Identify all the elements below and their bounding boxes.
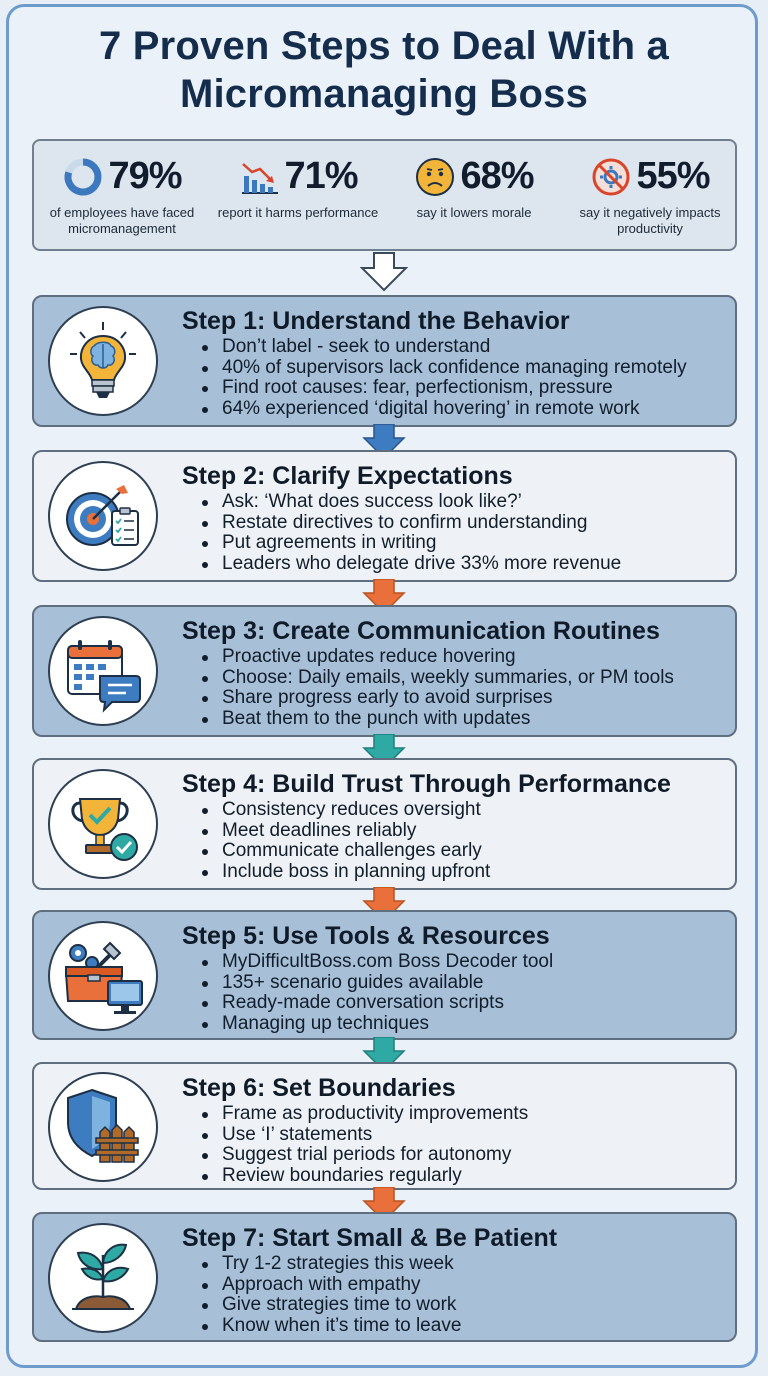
bullet-item: MyDifficultBoss.com Boss Decoder tool (202, 951, 553, 973)
step-icon-circle (48, 921, 158, 1031)
bullet-item: Approach with empathy (202, 1274, 461, 1296)
bullet-item: Review boundaries regularly (202, 1165, 528, 1187)
bullet-item: Beat them to the punch with updates (202, 708, 674, 730)
bullet-item: Suggest trial periods for autonomy (202, 1144, 528, 1166)
toolbox-monitor-icon (64, 941, 143, 1014)
bullet-item: Ready-made conversation scripts (202, 992, 553, 1014)
step-icon-circle (48, 461, 158, 571)
stat-label: report it harms performance (217, 205, 379, 220)
bullet-item: Communicate challenges early (202, 840, 490, 862)
stat-label: of employees have faced micromanagement (49, 205, 195, 236)
sad-face-icon (416, 157, 455, 196)
step-title: Step 3: Create Communication Routines (182, 617, 660, 645)
declining-bar-chart-icon (242, 162, 279, 194)
bullet-item: Frame as productivity improvements (202, 1103, 528, 1125)
bullet-item: Give strategies time to work (202, 1294, 461, 1316)
step-title: Step 5: Use Tools & Resources (182, 922, 550, 950)
teal-down-arrow-icon (362, 1037, 406, 1073)
bullet-item: Find root causes: fear, perfectionism, p… (202, 377, 687, 399)
step-title: Step 6: Set Boundaries (182, 1074, 456, 1102)
step-bullets: Proactive updates reduce hovering Choose… (202, 646, 674, 730)
title-line-1: 7 Proven Steps to Deal With a (98, 24, 670, 68)
bullet-item: Share progress early to avoid surprises (202, 687, 674, 709)
trophy-check-icon (71, 798, 138, 861)
bullet-item: 135+ scenario guides available (202, 972, 553, 994)
step-bullets: Try 1-2 strategies this week Approach wi… (202, 1253, 461, 1337)
bullet-item: Don’t label - seek to understand (202, 336, 687, 358)
step-bullets: Don’t label - seek to understand 40% of … (202, 336, 687, 420)
orange-down-arrow-icon (362, 579, 406, 615)
step-bullets: Ask: ‘What does success look like?’ Rest… (202, 491, 621, 575)
step-title: Step 1: Understand the Behavior (182, 307, 570, 335)
no-productivity-icon (592, 158, 630, 195)
calendar-chat-icon (67, 640, 141, 713)
target-checklist-icon (66, 485, 139, 546)
step-bullets: MyDifficultBoss.com Boss Decoder tool 13… (202, 951, 553, 1035)
step-title: Step 7: Start Small & Be Patient (182, 1224, 558, 1252)
step-7-card: Step 7: Start Small & Be Patient Try 1-2… (32, 1212, 737, 1342)
step-2-card: Step 2: Clarify Expectations Ask: ‘What … (32, 450, 737, 582)
step-icon-circle (48, 1072, 158, 1182)
bullet-item: Leaders who delegate drive 33% more reve… (202, 553, 621, 575)
orange-down-arrow-icon (362, 1187, 406, 1223)
step-3-card: Step 3: Create Communication Routines Pr… (32, 605, 737, 737)
stat-harms-performance: 71% report it harms performance (210, 141, 386, 249)
bullet-item: Include boss in planning upfront (202, 861, 490, 883)
outline-down-arrow-icon (360, 252, 408, 292)
bullet-item: Meet deadlines reliably (202, 820, 490, 842)
lightbulb-brain-icon (70, 322, 136, 398)
bullet-item: Ask: ‘What does success look like?’ (202, 491, 621, 513)
blue-down-arrow-icon (362, 424, 406, 460)
step-4-card: Step 4: Build Trust Through Performance … (32, 758, 737, 890)
stat-employees-faced: 79% of employees have faced micromanagem… (34, 141, 210, 249)
step-1-card: Step 1: Understand the Behavior Don’t la… (32, 295, 737, 427)
step-title: Step 2: Clarify Expectations (182, 462, 513, 490)
step-icon-circle (48, 769, 158, 879)
bullet-item: Put agreements in writing (202, 532, 621, 554)
stat-label: say it lowers morale (416, 205, 532, 220)
step-bullets: Consistency reduces oversight Meet deadl… (202, 799, 490, 883)
bullet-item: 64% experienced ‘digital hovering’ in re… (202, 398, 687, 420)
step-icon-circle (48, 306, 158, 416)
bullet-item: Choose: Daily emails, weekly summaries, … (202, 667, 674, 689)
title-line-2: Micromanaging Boss (179, 72, 589, 116)
step-icon-circle (48, 616, 158, 726)
stat-impacts-productivity: 55% say it negatively impacts productivi… (562, 141, 738, 249)
bullet-item: Proactive updates reduce hovering (202, 646, 674, 668)
bullet-item: Use ‘I’ statements (202, 1124, 528, 1146)
stat-value: 71% (284, 155, 358, 197)
bullet-item: Know when it’s time to leave (202, 1315, 461, 1337)
step-5-card: Step 5: Use Tools & Resources MyDifficul… (32, 910, 737, 1040)
bullet-item: Managing up techniques (202, 1013, 553, 1035)
stats-panel: 79% of employees have faced micromanagem… (32, 139, 737, 251)
sprout-icon (72, 1243, 134, 1310)
stat-value: 68% (460, 155, 534, 197)
stat-label: say it negatively impacts productivity (579, 205, 721, 236)
shield-fence-icon (67, 1088, 139, 1163)
stat-lowers-morale: 68% say it lowers morale (386, 141, 562, 249)
step-title: Step 4: Build Trust Through Performance (182, 770, 671, 798)
step-icon-circle (48, 1223, 158, 1333)
stat-value: 79% (108, 155, 182, 197)
step-bullets: Frame as productivity improvements Use ‘… (202, 1103, 528, 1187)
bullet-item: Restate directives to confirm understand… (202, 512, 621, 534)
bullet-item: 40% of supervisors lack confidence manag… (202, 357, 687, 379)
bullet-item: Consistency reduces oversight (202, 799, 490, 821)
page-title: 7 Proven Steps to Deal With a Micromanag… (0, 22, 768, 118)
stat-value: 55% (636, 155, 710, 197)
bullet-item: Try 1-2 strategies this week (202, 1253, 461, 1275)
step-6-card: Step 6: Set Boundaries Frame as producti… (32, 1062, 737, 1190)
donut-chart-icon (64, 158, 102, 195)
